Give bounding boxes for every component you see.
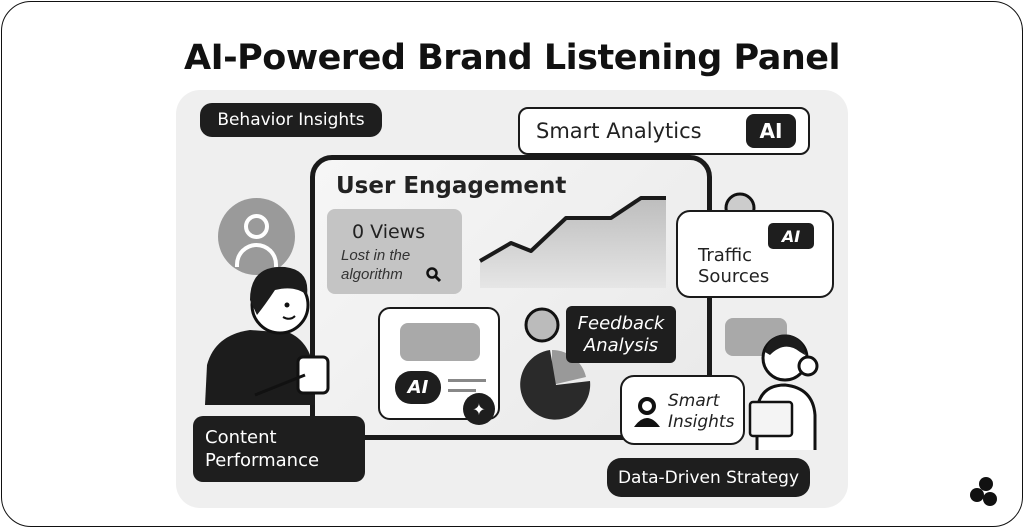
engagement-line-chart [478, 196, 666, 288]
content-line2: Performance [205, 450, 320, 471]
ai-chat-badge: AI [395, 371, 441, 404]
smart-insights-line1: Smart [668, 391, 720, 411]
ai-badge: AI [746, 114, 796, 148]
feedback-line2: Analysis [583, 334, 659, 356]
traffic-line1: Traffic [698, 245, 753, 266]
feedback-pie-chart-icon [520, 307, 591, 420]
search-icon [426, 267, 442, 283]
page-title: AI-Powered Brand Listening Panel [183, 38, 841, 78]
views-note-line1: Lost in the [341, 247, 411, 264]
smart-analytics-label: Smart Analytics [536, 119, 702, 143]
person-with-coffee-illustration [205, 266, 330, 405]
chat-bubble-icon [400, 323, 480, 361]
feedback-line1: Feedback [577, 312, 665, 334]
user-avatar-icon [218, 198, 295, 275]
views-note-line2: algorithm [341, 266, 403, 283]
content-line1: Content [205, 427, 277, 448]
support-agent-illustration [748, 334, 819, 450]
sparkle-button-icon[interactable]: ✦ [463, 393, 495, 425]
behavior-insights-label: Behavior Insights [200, 103, 382, 137]
smart-analytics-card: Smart Analytics AI [518, 107, 810, 155]
traffic-ai-badge: AI [768, 223, 814, 249]
smart-insights-line2: Insights [668, 412, 735, 432]
views-note: Lost in the algorithm [341, 246, 410, 284]
views-count: 0 Views [352, 221, 426, 243]
traffic-line2: Sources [698, 266, 770, 287]
user-engagement-heading: User Engagement [336, 173, 567, 199]
views-card: 0 Views Lost in the algorithm [327, 209, 462, 294]
brand-logo-icon [970, 477, 997, 506]
data-driven-strategy-label: Data-Driven Strategy [607, 458, 810, 497]
person-icon [634, 397, 660, 427]
ai-chat-card: AI ✦ [378, 307, 500, 425]
